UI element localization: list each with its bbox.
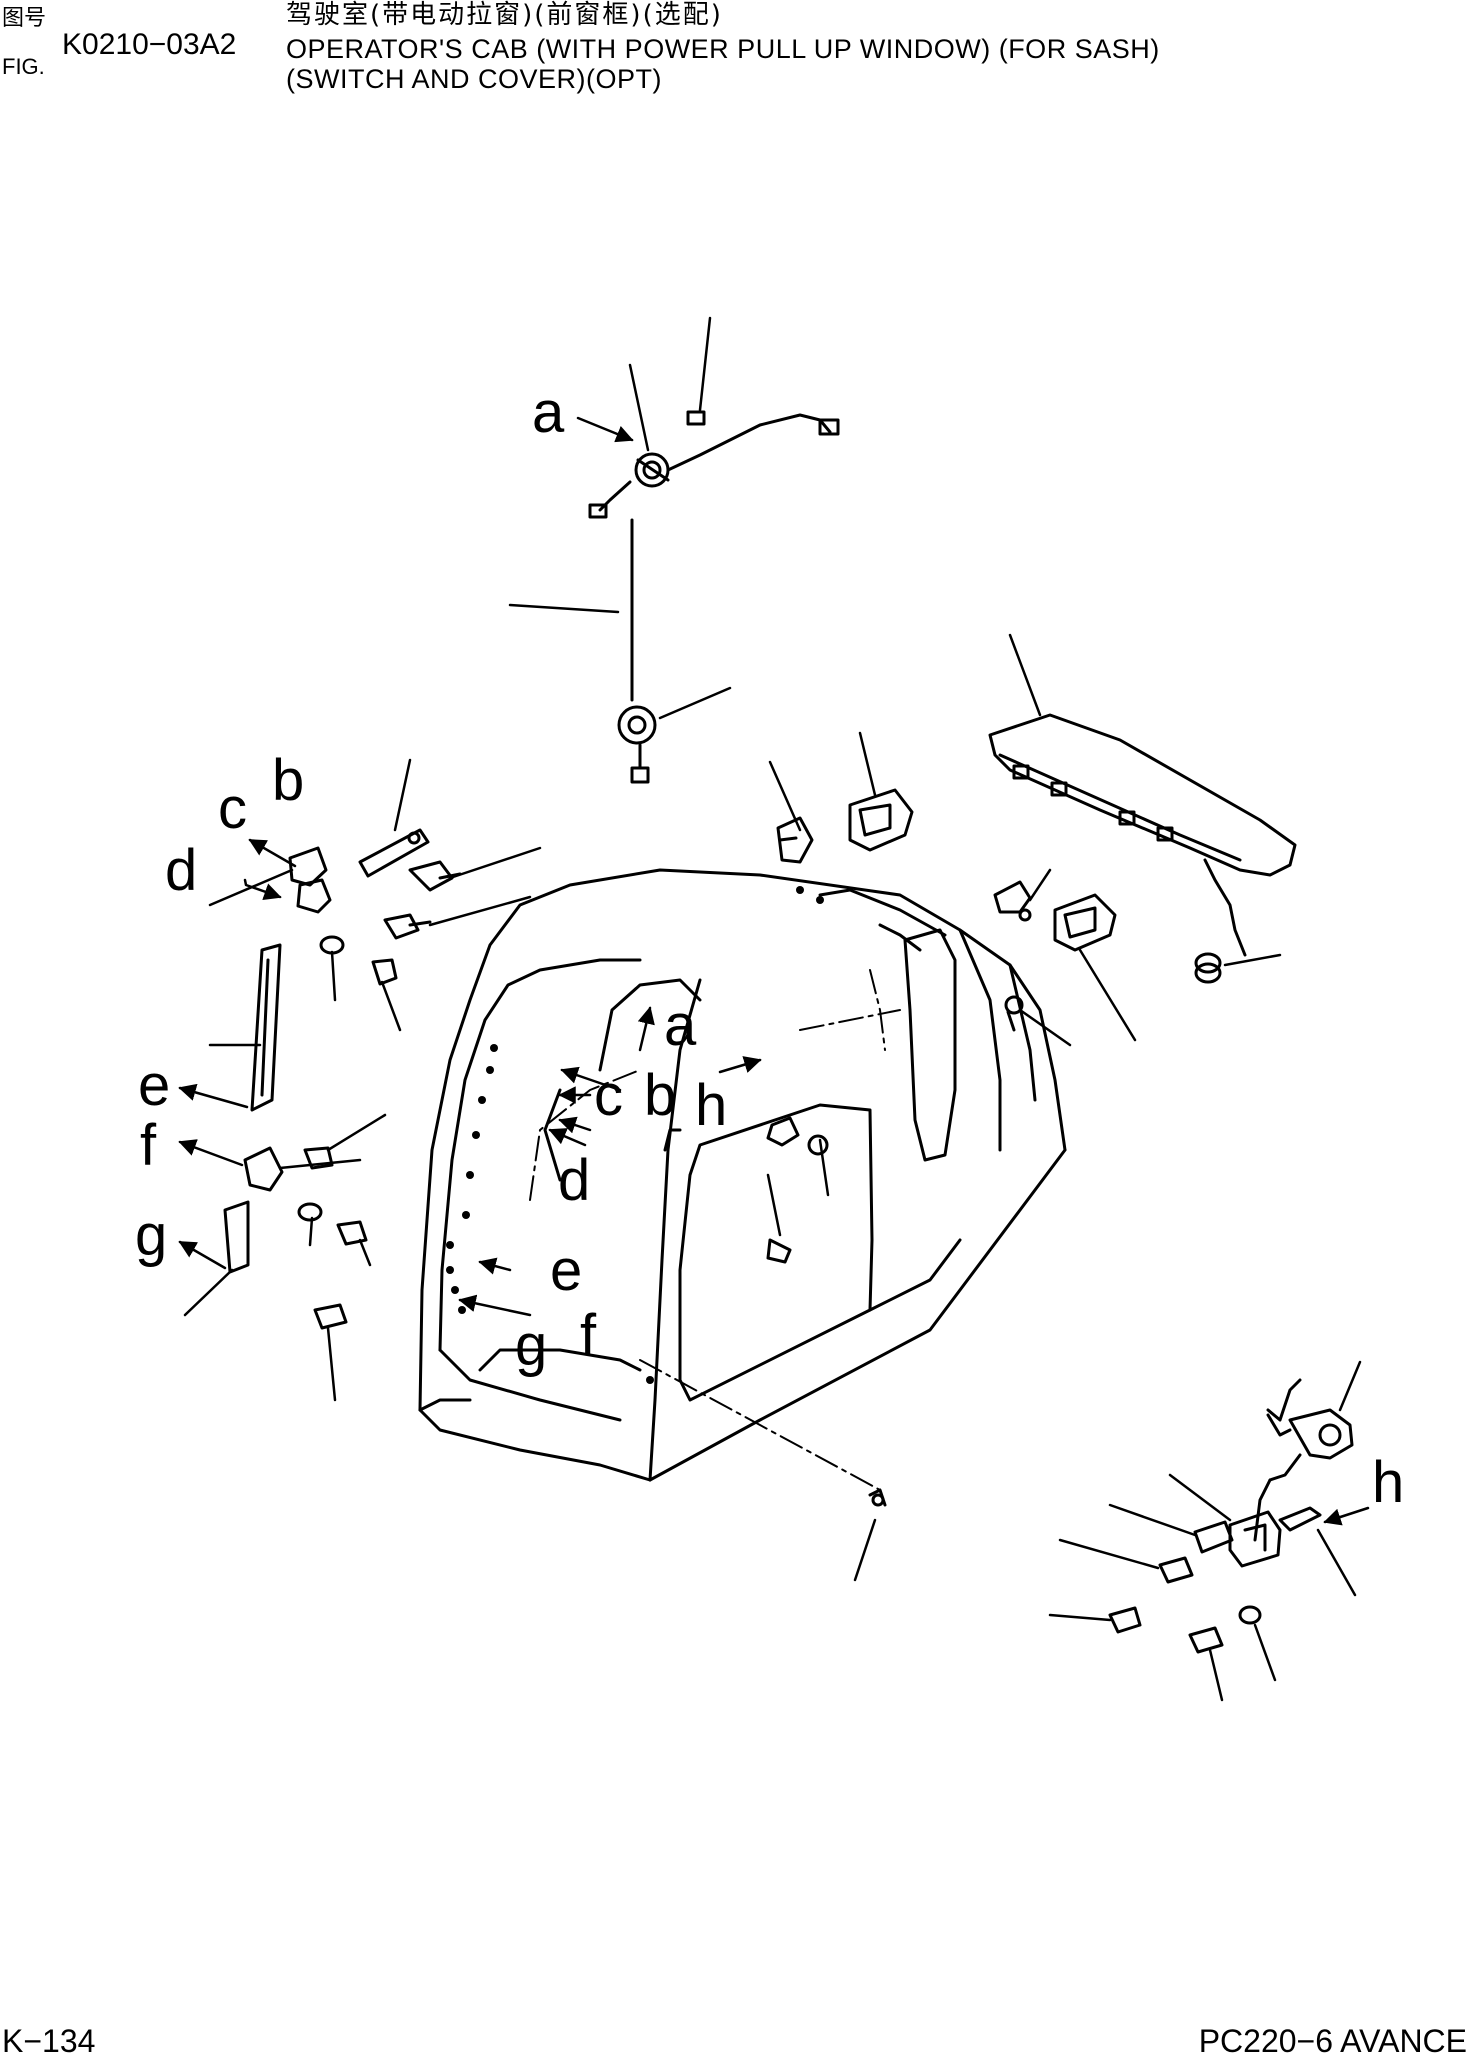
leader-lines bbox=[183, 316, 1362, 1702]
callout-e-left: e bbox=[138, 1053, 170, 1118]
callout-a-top: a bbox=[532, 380, 565, 445]
callout-b-cab: b bbox=[644, 1063, 676, 1128]
callout-e-cab: e bbox=[550, 1238, 582, 1303]
lower-switch-assembly bbox=[1108, 1378, 1354, 1654]
callout-b-left: b bbox=[272, 748, 304, 813]
callout-d-cab: d bbox=[558, 1148, 590, 1213]
callout-f-left: f bbox=[140, 1113, 157, 1178]
callout-g-left: g bbox=[135, 1203, 167, 1268]
title-english-line-1: OPERATOR'S CAB (WITH POWER PULL UP WINDO… bbox=[286, 34, 1160, 64]
callout-letters: a b c d e f g a c b h d e f g h bbox=[135, 380, 1404, 1515]
page-number: K−134 bbox=[2, 2023, 96, 2059]
small-hardware bbox=[766, 1116, 887, 1507]
callout-h-switch: h bbox=[1372, 1450, 1404, 1515]
clips-and-brackets bbox=[776, 788, 1117, 1032]
machine-model: PC220−6 AVANCE bbox=[1198, 2023, 1467, 2059]
callout-c-cab: c bbox=[594, 1063, 623, 1128]
figure-code: K0210−03A2 bbox=[62, 28, 237, 61]
callout-f-cab: f bbox=[580, 1303, 597, 1368]
operator-cab-body bbox=[418, 868, 1067, 1491]
switch-harness-assembly bbox=[588, 410, 840, 784]
title-english-line-2: (SWITCH AND COVER)(OPT) bbox=[286, 64, 662, 94]
left-hinge-assembly bbox=[223, 828, 462, 1330]
cab-top-cover bbox=[988, 713, 1297, 984]
callout-c-left: c bbox=[218, 776, 247, 841]
title-chinese: 驾驶室(带电动拉窗)(前窗框)(选配) bbox=[286, 0, 723, 30]
callout-h-cab: h bbox=[695, 1073, 727, 1138]
callout-a-cab: a bbox=[664, 993, 697, 1058]
callout-g-cab: g bbox=[515, 1313, 547, 1378]
figure-label-cn: 图号 bbox=[2, 6, 47, 31]
callout-arrows bbox=[178, 416, 1370, 1526]
figure-label-en: FIG. bbox=[2, 54, 45, 79]
callout-d-left: d bbox=[165, 838, 197, 903]
